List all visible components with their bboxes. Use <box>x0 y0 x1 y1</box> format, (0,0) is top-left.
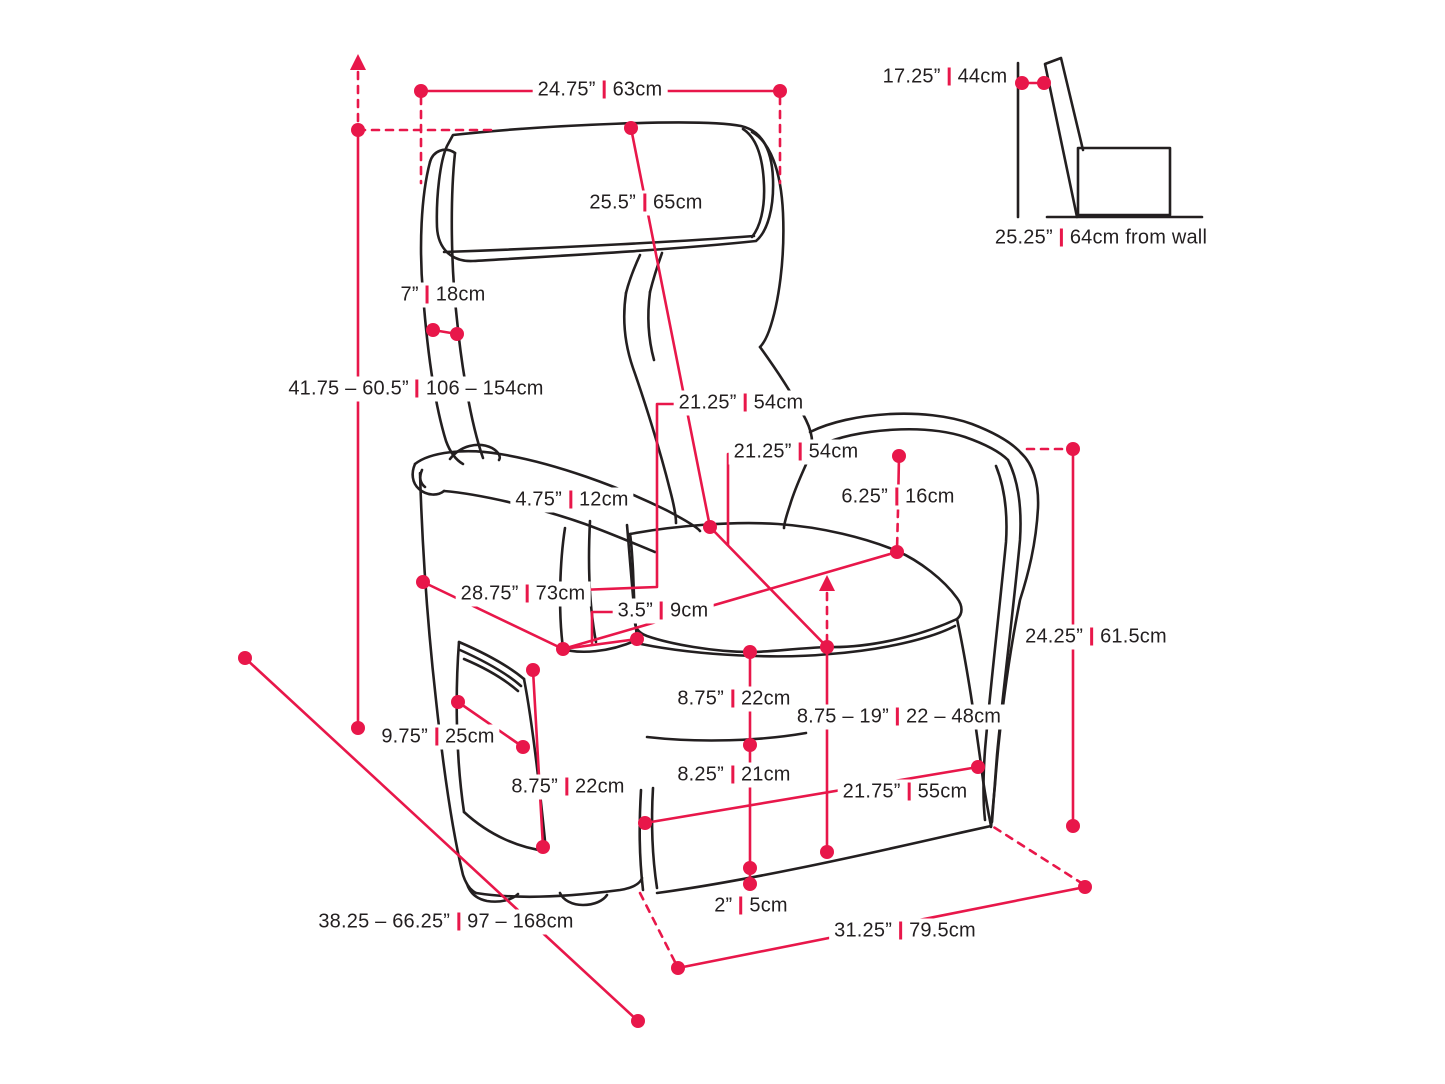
inches-value: 7” <box>400 283 419 306</box>
inches-value: 21.75” <box>842 780 901 803</box>
dim-label-pocket-width: 9.75” 25cm <box>376 724 500 750</box>
side-view-inset <box>1015 56 1204 219</box>
dim-label-armrest-width: 4.75” 12cm <box>510 487 634 513</box>
unit-divider-icon <box>798 442 802 461</box>
inches-value: 41.75 – 60.5” <box>288 377 409 400</box>
unit-divider-icon <box>434 727 438 746</box>
side-backrest <box>1043 56 1085 219</box>
unit-divider-icon <box>730 689 734 708</box>
centimetres-value: 55cm <box>917 780 968 803</box>
dim-label-backrest-length: 25.5” 65cm <box>584 190 708 216</box>
unit-divider-icon <box>642 193 646 212</box>
dim-label-floor-clearance: 2” 5cm <box>709 893 793 919</box>
centimetres-value: 73cm <box>535 582 586 605</box>
inches-value: 9.75” <box>381 725 428 748</box>
dim-label-pocket-height: 8.75” 22cm <box>506 774 630 800</box>
dim-label-wall-gap: 17.25” 44cm <box>877 64 1013 90</box>
up-arrow-icon <box>819 575 835 591</box>
unit-divider-icon <box>602 80 606 99</box>
unit-divider-icon <box>525 584 529 603</box>
centimetres-value: 106 – 154cm <box>425 377 544 400</box>
dim-label-front-width: 31.25” 79.5cm <box>829 918 981 944</box>
unit-divider-icon <box>415 379 419 398</box>
unit-divider-icon <box>899 921 903 940</box>
centimetres-value: 16cm <box>904 485 955 508</box>
dim-label-arm-height: 28.75” 73cm <box>455 581 591 607</box>
centimetres-value: 12cm <box>578 488 629 511</box>
dim-label-headrest-width: 24.75” 63cm <box>532 77 668 103</box>
unit-divider-icon <box>743 393 747 412</box>
centimetres-value: 63cm <box>612 78 663 101</box>
unit-divider-icon <box>894 487 898 506</box>
unit-divider-icon <box>1059 228 1063 247</box>
centimetres-value: 21cm <box>740 763 791 786</box>
inches-value: 25.5” <box>589 191 636 214</box>
inches-value: 8.75” <box>677 687 724 710</box>
unit-divider-icon <box>457 912 461 931</box>
inches-value: 24.25” <box>1025 625 1084 648</box>
up-arrow-icon <box>350 54 366 70</box>
centimetres-value: 79.5cm <box>909 919 976 942</box>
centimetres-value: 18cm <box>435 283 486 306</box>
dim-label-base-width: 21.75” 55cm <box>837 779 973 805</box>
centimetres-value: 97 – 168cm <box>467 910 574 933</box>
inches-value: 28.75” <box>460 582 519 605</box>
dim-label-headrest-post-width: 7” 18cm <box>395 282 491 308</box>
inches-value: 8.75 – 19” <box>796 705 889 728</box>
dim-label-depth-range: 38.25 – 66.25” 97 – 168cm <box>313 909 579 935</box>
dim-label-footrest-panel-height: 8.25” 21cm <box>672 762 796 788</box>
inches-value: 4.75” <box>515 488 562 511</box>
centimetres-value: 22cm <box>740 687 791 710</box>
inches-value: 2” <box>714 894 733 917</box>
dim-label-wall-clearance: 25.25” 64cm from wall <box>989 225 1213 251</box>
dim-label-seat-width: 21.25” 54cm <box>728 439 864 465</box>
unit-divider-icon <box>739 896 743 915</box>
dim-label-seat-back-gap: 6.25” 16cm <box>836 484 960 510</box>
unit-divider-icon <box>895 707 899 726</box>
unit-divider-icon <box>1090 627 1094 646</box>
unit-divider-icon <box>568 490 572 509</box>
inches-value: 3.5” <box>617 599 653 622</box>
inches-value: 8.25” <box>677 763 724 786</box>
measurement-dots <box>238 84 1092 1028</box>
centimetres-value: 61.5cm <box>1100 625 1167 648</box>
dim-label-seat-height: 24.25” 61.5cm <box>1020 624 1172 650</box>
dim-label-front-rail-height: 8.75” 22cm <box>672 686 796 712</box>
centimetres-value: 54cm <box>808 440 859 463</box>
inches-value: 25.25” <box>994 226 1053 249</box>
unit-divider-icon <box>564 777 568 796</box>
centimetres-value: 9cm <box>669 599 709 622</box>
centimetres-value: 25cm <box>444 725 495 748</box>
inches-value: 31.25” <box>834 919 893 942</box>
dim-label-total-height: 41.75 – 60.5” 106 – 154cm <box>283 376 549 402</box>
unit-divider-icon <box>907 782 911 801</box>
centimetres-value: 5cm <box>749 894 788 917</box>
dim-label-arm-front-width: 3.5” 9cm <box>612 598 714 624</box>
inches-value: 17.25” <box>882 65 941 88</box>
inches-value: 24.75” <box>537 78 596 101</box>
centimetres-value: 54cm <box>753 391 804 414</box>
dim-label-footrest-height-range: 8.75 – 19” 22 – 48cm <box>791 704 1007 730</box>
unit-divider-icon <box>947 67 951 86</box>
centimetres-value: 65cm <box>652 191 703 214</box>
inches-value: 21.25” <box>678 391 737 414</box>
unit-divider-icon <box>730 765 734 784</box>
unit-divider-icon <box>659 601 663 620</box>
inches-value: 21.25” <box>733 440 792 463</box>
centimetres-value: 64cm from wall <box>1069 226 1208 249</box>
inches-value: 6.25” <box>841 485 888 508</box>
side-seat <box>1076 146 1172 217</box>
dim-label-back-width-upper: 21.25” 54cm <box>673 390 809 416</box>
inches-value: 8.75” <box>511 775 558 798</box>
unit-divider-icon <box>425 285 429 304</box>
centimetres-value: 22cm <box>574 775 625 798</box>
inches-value: 38.25 – 66.25” <box>318 910 451 933</box>
centimetres-value: 44cm <box>957 65 1008 88</box>
centimetres-value: 22 – 48cm <box>905 705 1002 728</box>
